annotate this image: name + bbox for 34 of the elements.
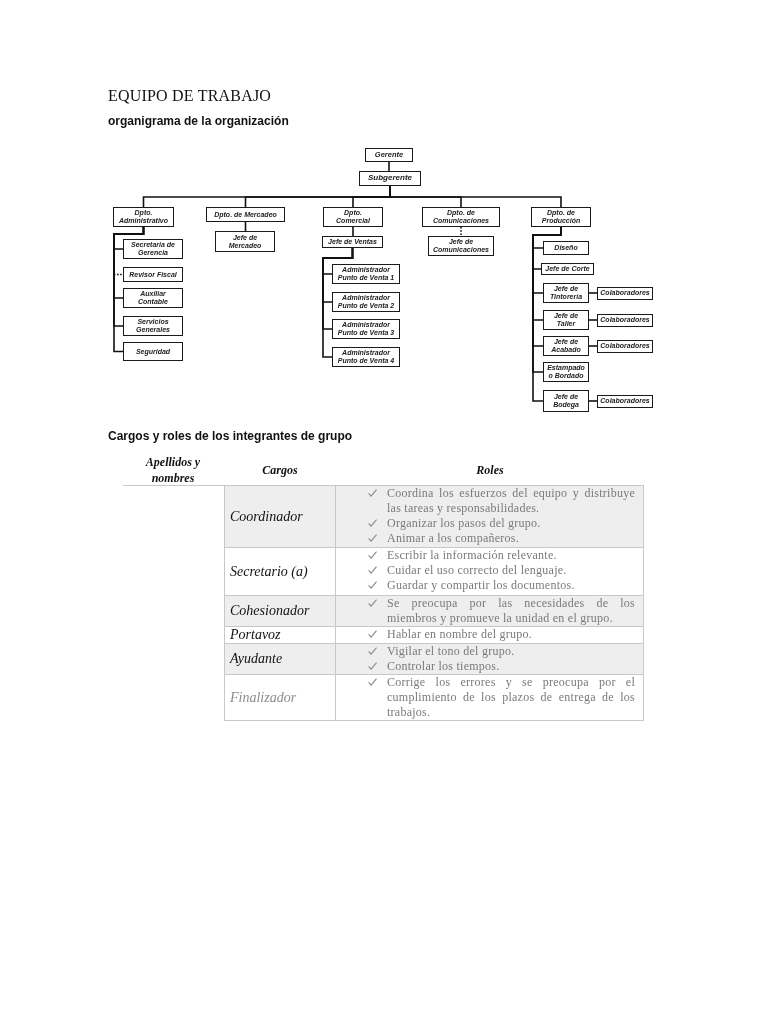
connector-line <box>113 226 145 353</box>
role-text: Vigilar el tono del grupo. <box>387 644 516 659</box>
job-title-cell: Coordinador <box>224 486 336 548</box>
job-title-cell: Cohesionador <box>224 596 336 627</box>
connector-line <box>322 247 354 358</box>
role-text: Se preocupa por las necesidades de los miembros y promueve la unidad en el grupo. <box>387 596 635 626</box>
section-heading: Cargos y roles de los integrantes de grupo <box>108 429 353 444</box>
connector-line <box>389 185 562 208</box>
role-text: Corrige los errores y se preocupa por el cumplimiento de los plazos de entrega de los trabajos. <box>387 675 635 720</box>
role-text: Guardar y compartir los documentos. <box>387 578 576 593</box>
role-text: Cuidar el uso correcto del lenguaje. <box>387 563 568 578</box>
column-header: Cargos <box>261 462 299 478</box>
job-title-cell: Ayudante <box>224 644 336 675</box>
job-title-cell: Finalizador <box>224 675 336 721</box>
role-text: Organizar los pasos del grupo. <box>387 516 542 531</box>
org-chart-box: Subgerente <box>359 171 421 186</box>
role-text: Escribir la información relevante. <box>387 548 558 563</box>
connector-line <box>388 161 390 172</box>
column-header: Roles <box>475 462 505 478</box>
connector-line <box>588 292 598 294</box>
section-heading: organigrama de la organización <box>108 114 289 129</box>
role-text: Animar a los compañeros. <box>387 531 520 546</box>
connector-line <box>588 345 598 347</box>
column-header: Apellidos y nombres <box>144 454 202 486</box>
role-text: Hablar en nombre del grupo. <box>387 627 534 642</box>
role-text: Coordina los esfuerzos del equipo y distribuye las tareas y responsabilidades. <box>387 486 635 516</box>
connector-line <box>244 221 247 232</box>
connector-line <box>588 400 598 402</box>
page-title: EQUIPO DE TRABAJO <box>108 86 272 106</box>
connector-line <box>532 226 562 402</box>
role-text: Controlar los tiempos. <box>387 659 501 674</box>
dotted-connector-line <box>460 226 462 237</box>
connector-line <box>352 226 354 237</box>
connector-line <box>588 319 598 321</box>
